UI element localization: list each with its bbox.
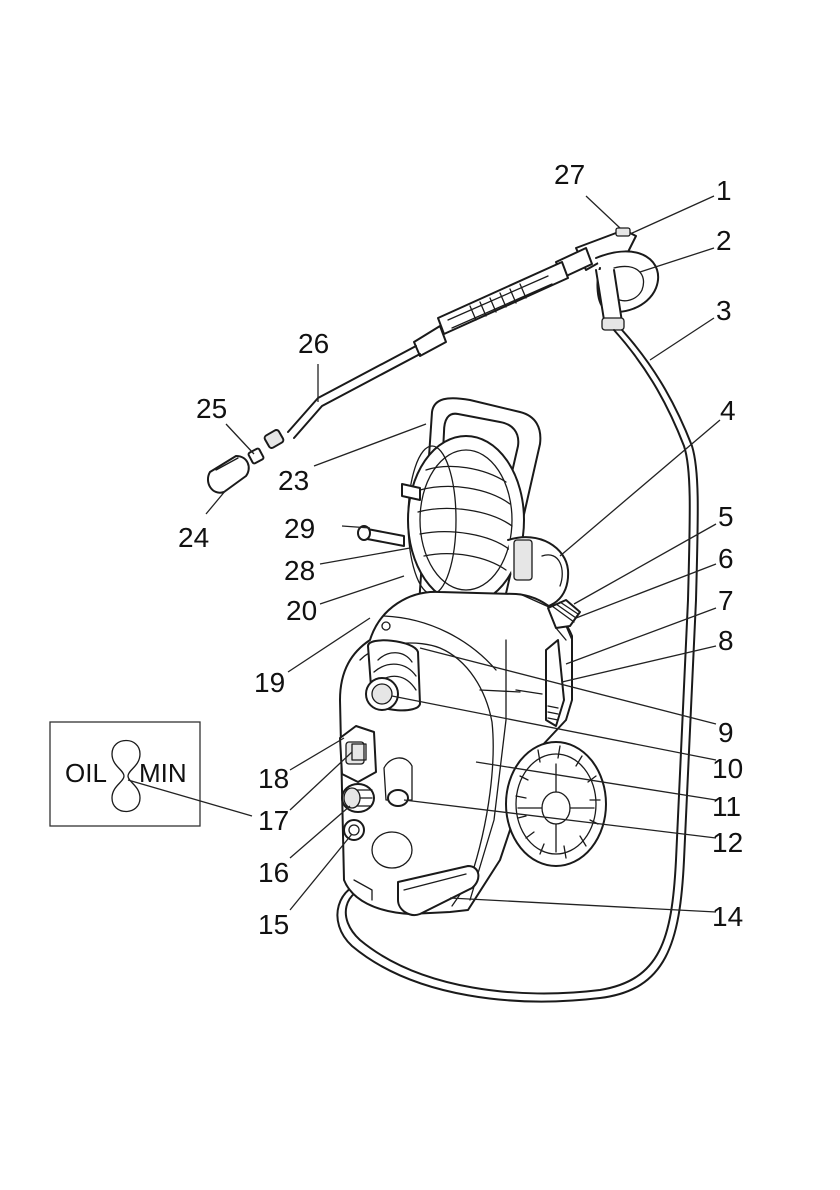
part-label-8: 8 — [718, 625, 734, 656]
nozzle-parts — [206, 447, 265, 494]
part-label-10: 10 — [712, 753, 743, 784]
inset-min-text: MIN — [139, 758, 187, 788]
part-label-5: 5 — [718, 501, 734, 532]
part-label-15: 15 — [258, 909, 289, 940]
part-label-19: 19 — [254, 667, 285, 698]
part-label-26: 26 — [298, 328, 329, 359]
part-labels: 27 1 2 3 26 25 4 23 24 29 5 28 6 20 7 8 … — [178, 159, 743, 940]
part-label-20: 20 — [286, 595, 317, 626]
oil-level-inset: OIL MIN — [49, 721, 201, 827]
part-label-18: 18 — [258, 763, 289, 794]
part-label-29: 29 — [284, 513, 315, 544]
part-label-3: 3 — [716, 295, 732, 326]
part-label-7: 7 — [718, 585, 734, 616]
part-label-12: 12 — [712, 827, 743, 858]
part-label-1: 1 — [716, 175, 732, 206]
part-label-6: 6 — [718, 543, 734, 574]
part-label-16: 16 — [258, 857, 289, 888]
pressure-washer-body — [339, 397, 607, 916]
inset-oil-text: OIL — [65, 758, 107, 788]
part-label-23: 23 — [278, 465, 309, 496]
high-pressure-hose — [336, 329, 699, 1003]
part-label-24: 24 — [178, 522, 209, 553]
spray-lance — [263, 247, 593, 449]
part-label-17: 17 — [258, 805, 289, 836]
part-label-9: 9 — [718, 717, 734, 748]
part-label-25: 25 — [196, 393, 227, 424]
spray-gun — [575, 227, 659, 331]
part-label-11: 11 — [712, 791, 741, 822]
part-label-28: 28 — [284, 555, 315, 586]
part-label-2: 2 — [716, 225, 732, 256]
inset-frame — [49, 721, 201, 827]
oil-sight-glass-shape — [111, 739, 141, 813]
part-label-4: 4 — [720, 395, 736, 426]
part-label-27: 27 — [554, 159, 585, 190]
part-label-14: 14 — [712, 901, 743, 932]
leader-lines — [127, 195, 721, 913]
